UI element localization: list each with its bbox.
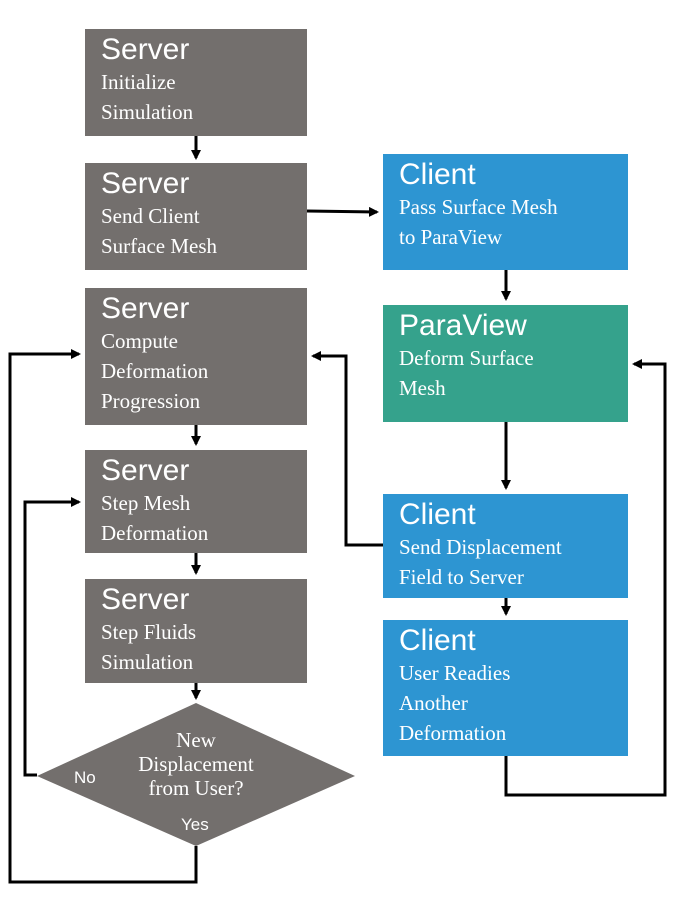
box-body: Compute Deformation Progression — [101, 329, 209, 413]
box-heading: Server — [101, 167, 190, 200]
box-heading: Client — [399, 498, 476, 531]
server-step-fluids-simulation-box: Server Step Fluids Simulation — [85, 579, 307, 683]
box-body: Send Client Surface Mesh — [101, 204, 218, 258]
arrow-decision-yes-to-compute — [8, 349, 198, 884]
box-body: Pass Surface Mesh to ParaView — [399, 195, 558, 249]
decision-question: New Displacement from User? — [138, 728, 254, 800]
client-pass-surface-mesh-box: Client Pass Surface Mesh to ParaView — [383, 154, 628, 270]
arrow-send-displacement-to-compute — [311, 351, 383, 547]
paraview-deform-surface-mesh-box: ParaView Deform Surface Mesh — [383, 305, 628, 422]
box-heading: Server — [101, 33, 190, 66]
box-body: User Readies Another Deformation — [399, 661, 511, 745]
box-body: Step Mesh Deformation — [101, 491, 209, 545]
box-heading: Client — [399, 158, 476, 191]
box-heading: Server — [101, 583, 190, 616]
connector-lines — [8, 136, 667, 884]
box-heading: ParaView — [399, 309, 527, 342]
server-send-client-surface-mesh-box: Server Send Client Surface Mesh — [85, 163, 307, 270]
arrow-decision-no-to-step-mesh — [23, 497, 81, 777]
box-heading: Client — [399, 624, 476, 657]
box-body: Send Displacement Field to Server — [399, 535, 562, 589]
arrow-send-to-client-pass — [306, 206, 379, 217]
arrow-user-readies-loop-to-paraview — [504, 359, 667, 797]
server-step-mesh-deformation-box: Server Step Mesh Deformation — [85, 450, 307, 553]
box-heading: Server — [101, 454, 190, 487]
decision-yes-label: Yes — [181, 815, 209, 834]
server-compute-deformation-progression-box: Server Compute Deformation Progression — [85, 288, 307, 425]
client-send-displacement-field-box: Client Send Displacement Field to Server — [383, 494, 628, 598]
box-body: Initialize Simulation — [101, 70, 194, 124]
decision-no-label: No — [74, 768, 96, 787]
box-body: Deform Surface Mesh — [399, 346, 534, 400]
box-body: Step Fluids Simulation — [101, 620, 197, 674]
box-heading: Server — [101, 292, 190, 325]
client-user-readies-deformation-box: Client User Readies Another Deformation — [383, 620, 628, 756]
decision-diamond — [37, 703, 355, 846]
server-initialize-simulation-box: Server Initialize Simulation — [85, 29, 307, 136]
